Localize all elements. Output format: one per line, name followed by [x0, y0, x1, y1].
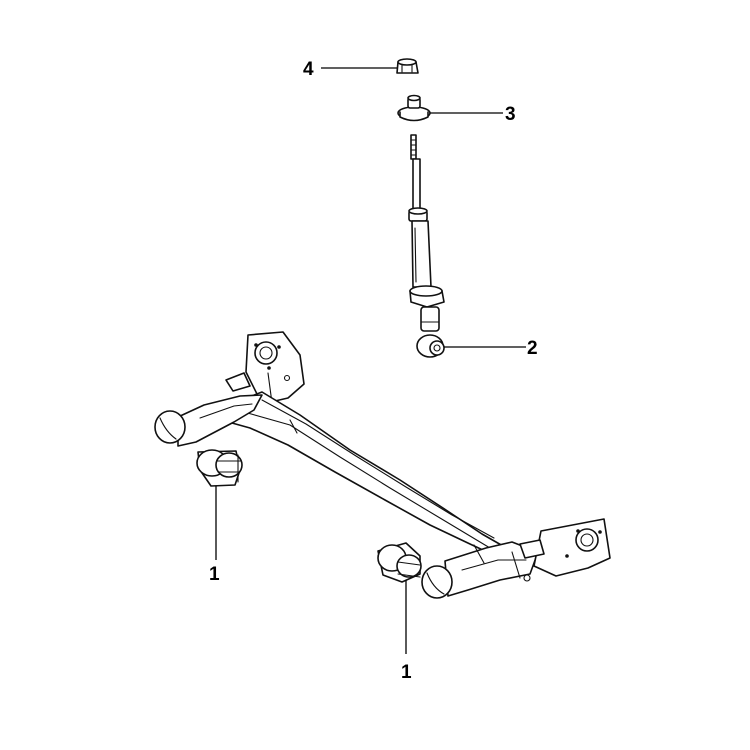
bushing-icon-left — [196, 449, 243, 487]
left-shock-bracket — [225, 331, 305, 405]
right-shock-bracket — [511, 518, 611, 582]
shock-absorber-icon — [408, 134, 445, 358]
callout-2-label: 2 — [527, 338, 538, 359]
callout-1-left-label: 1 — [209, 564, 220, 585]
cap-nut-icon — [396, 58, 419, 74]
rear-axle-beam — [154, 331, 611, 599]
callout-4-label: 4 — [303, 59, 314, 80]
callout-3-label: 3 — [505, 104, 516, 125]
callout-1-right-label: 1 — [401, 662, 412, 683]
bushing-icon-right — [377, 542, 422, 583]
mount-seat-icon — [397, 94, 431, 122]
